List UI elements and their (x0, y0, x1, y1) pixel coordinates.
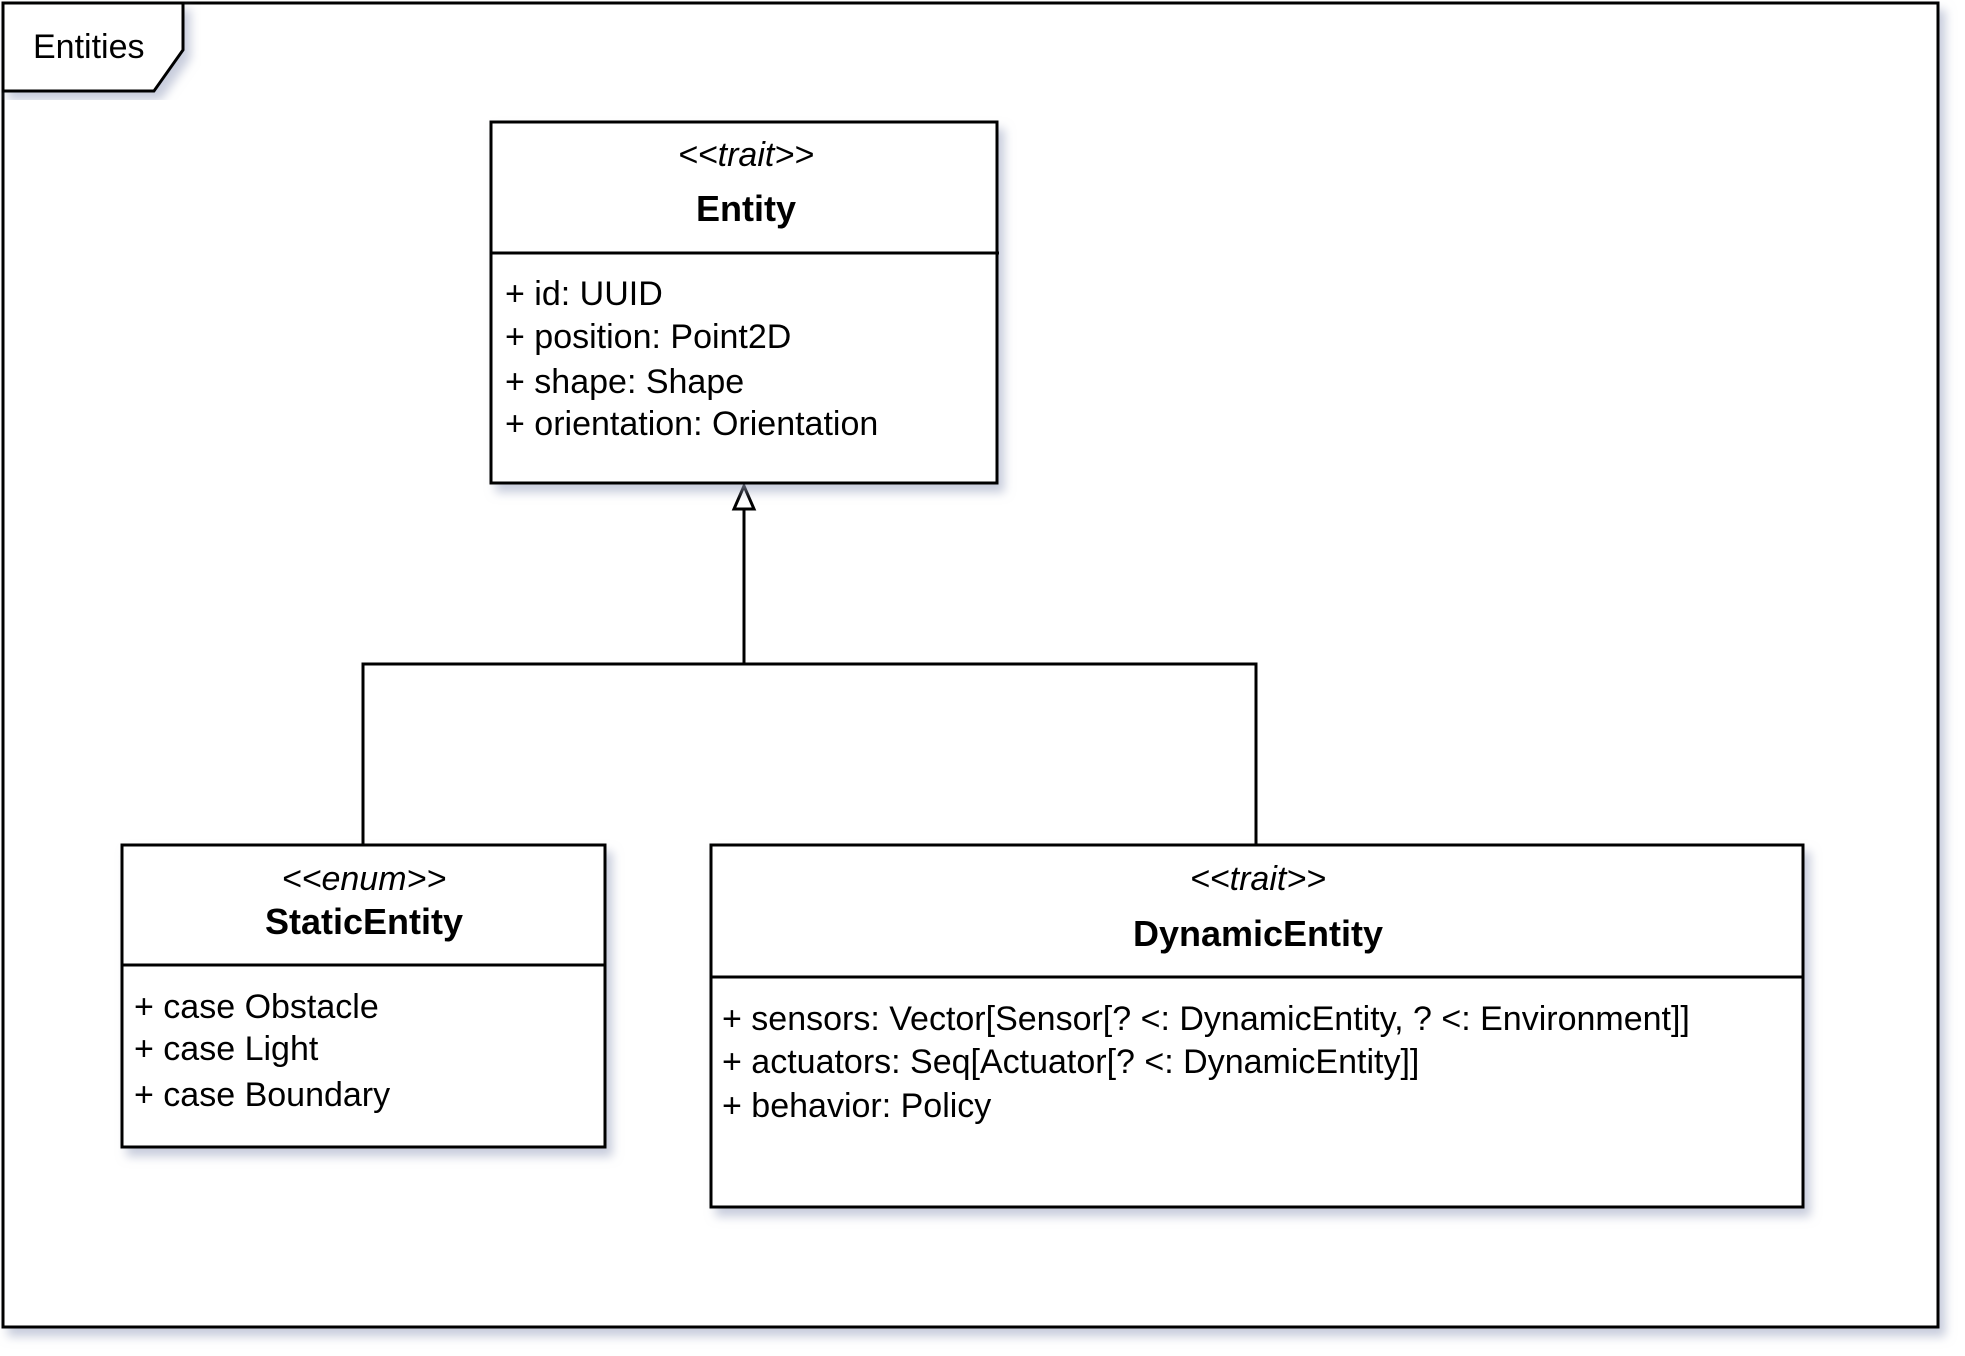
stereotype: <<enum>> (282, 860, 446, 898)
inheritance-arrowhead-icon (731, 482, 757, 511)
stereotype: <<trait>> (678, 136, 814, 174)
attribute: + id: UUID (505, 275, 663, 313)
attribute: + sensors: Vector[Sensor[? <: DynamicEnt… (722, 1000, 1690, 1038)
attribute: + position: Point2D (505, 318, 791, 356)
connector-lines (361, 509, 1258, 845)
stereotype: <<trait>> (1190, 860, 1326, 898)
attribute: + case Obstacle (134, 988, 379, 1026)
generalization-connector (361, 482, 1258, 845)
frame-label: Entities (33, 28, 145, 66)
class-name: Entity (696, 188, 796, 229)
class-name: StaticEntity (265, 901, 463, 942)
class-box (489, 120, 999, 485)
attribute: + case Light (134, 1030, 319, 1068)
attribute: + actuators: Seq[Actuator[? <: DynamicEn… (722, 1043, 1419, 1081)
class-name: DynamicEntity (1133, 913, 1383, 954)
attribute: + behavior: Policy (722, 1087, 991, 1125)
class-static-entity[interactable]: <<enum>> StaticEntity + case Obstacle + … (120, 843, 607, 1149)
class-box (709, 843, 1805, 1209)
attribute: + shape: Shape (505, 363, 744, 401)
class-entity[interactable]: <<trait>> Entity + id: UUID + position: … (489, 120, 999, 485)
class-dynamic-entity[interactable]: <<trait>> DynamicEntity + sensors: Vecto… (709, 843, 1805, 1209)
frame-tab (1, 1, 185, 93)
attribute: + case Boundary (134, 1076, 390, 1114)
attribute: + orientation: Orientation (505, 405, 878, 443)
class-box (120, 843, 607, 1149)
